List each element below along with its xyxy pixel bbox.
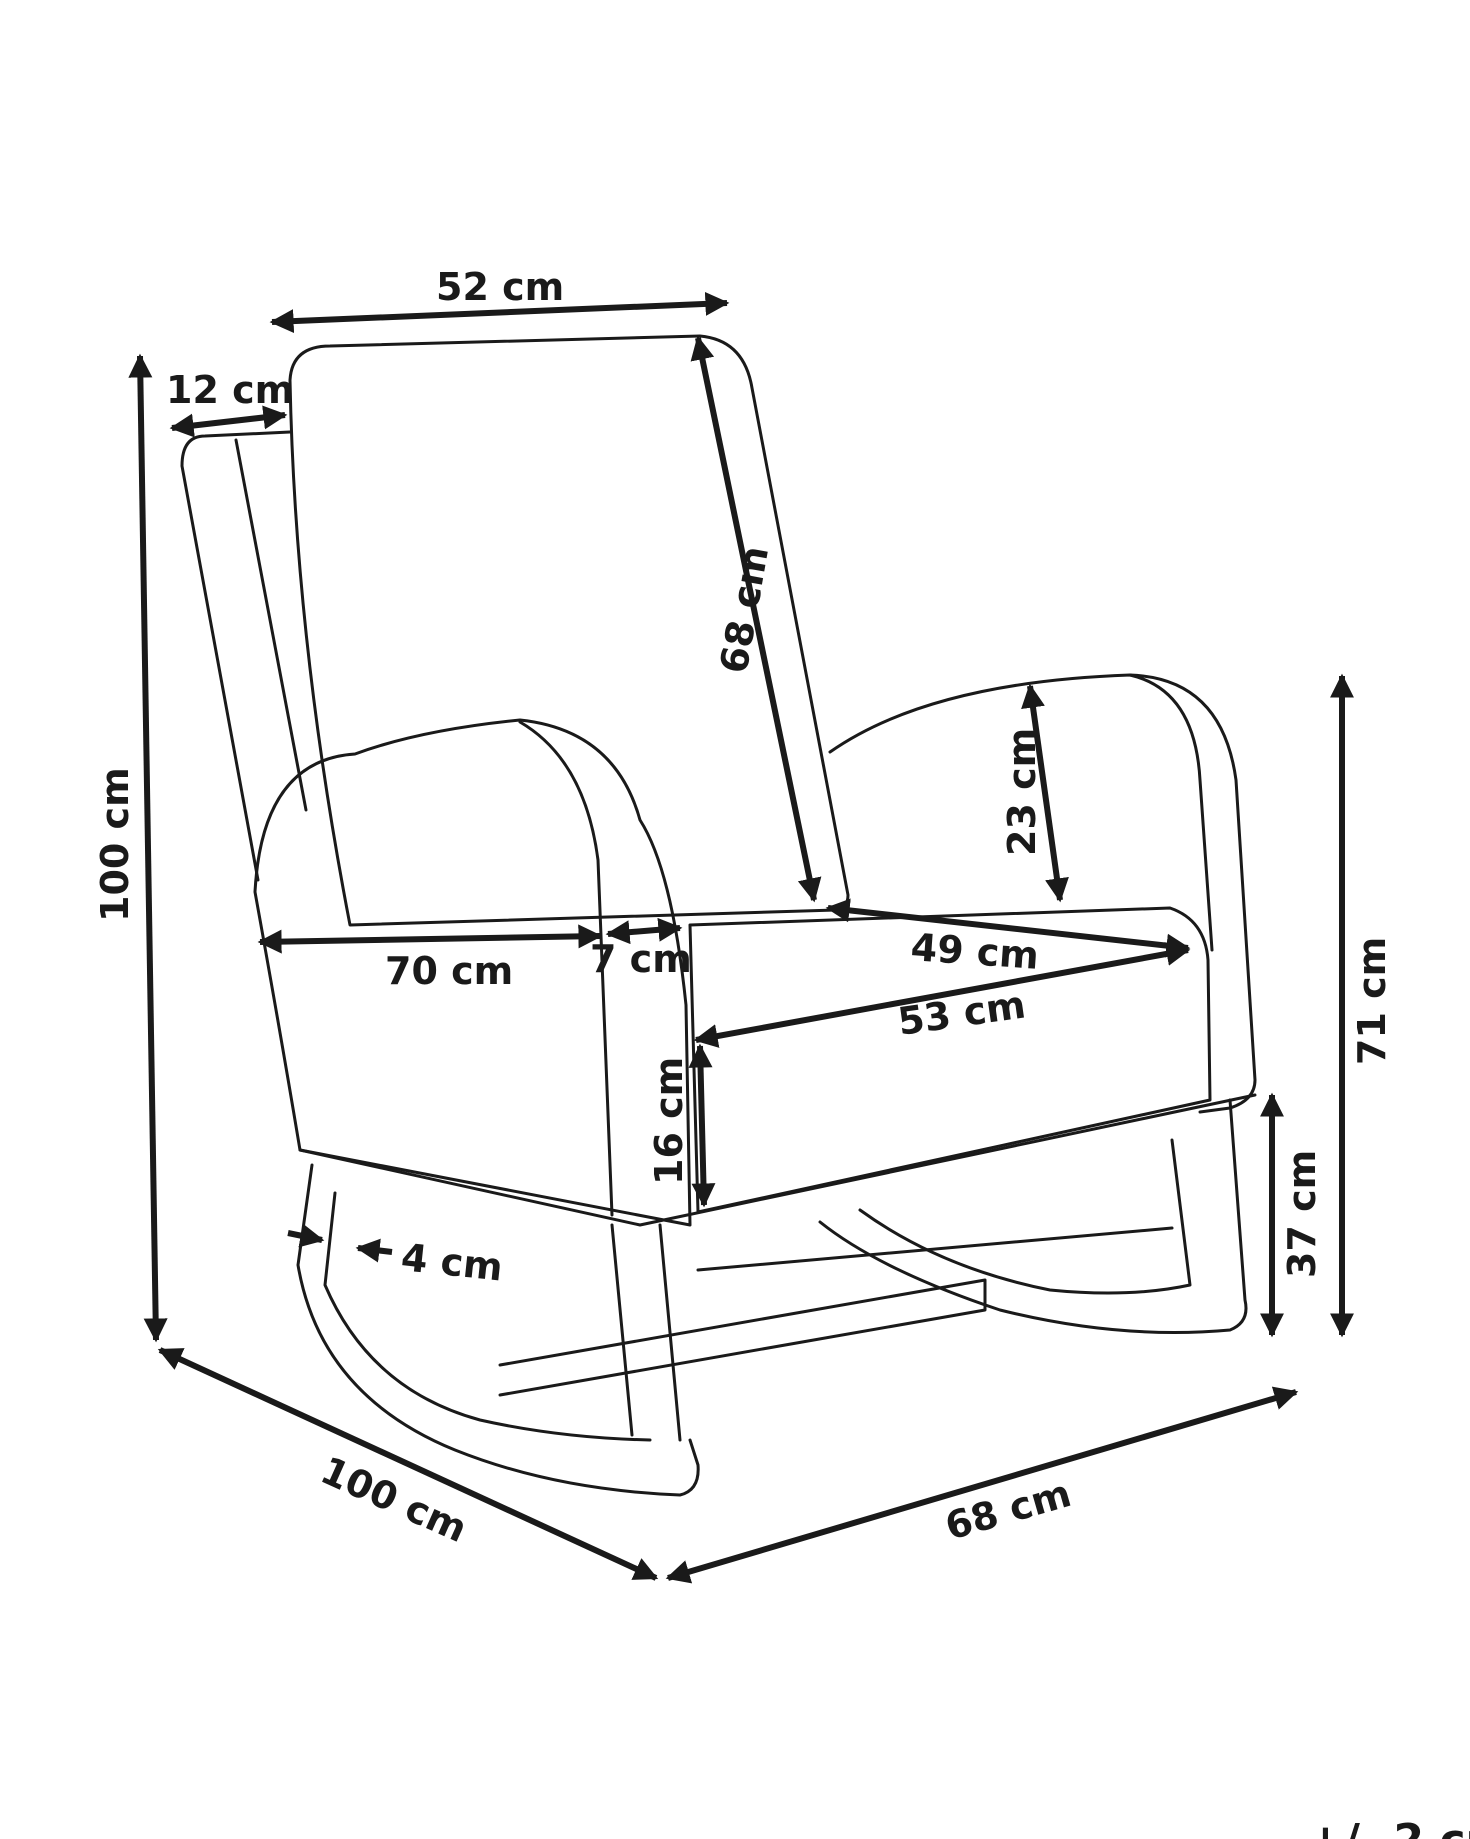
wing-depth-arrow [169,405,288,438]
total-width-label: 68 cm [940,1471,1075,1549]
dimension-labels: 52 cm 12 cm 100 cm 68 cm 23 cm 71 cm 70 … [93,265,1470,1839]
arm-width-arrow [605,917,683,945]
right-rocker-outline [818,1098,1248,1334]
left-wing-inner-line [234,438,308,812]
right-rocker-inner [858,1138,1192,1295]
crossbar-front [696,1226,1174,1272]
backrest-height-label: 68 cm [712,543,778,677]
backrest-outline [288,334,850,927]
tolerance-label: +/- 2 cm [1307,1815,1470,1839]
left-arm-outline [253,718,692,1227]
seat-base-front [298,1093,1257,1227]
left-rocker-post-front [610,1223,634,1437]
armrest-height-arrow [1021,683,1069,903]
seat-depth-arrow [825,898,1191,958]
armrest-height-label: 23 cm [1000,728,1044,856]
total-depth-arrow [157,1347,659,1581]
total-depth-label: 100 cm [314,1448,473,1551]
right-arm-inner-line [1128,673,1214,952]
armrest-length-label: 70 cm [385,949,513,993]
total-width-arrow [665,1386,1299,1584]
left-wing-outline [180,430,292,882]
seat-thickness-arrow [688,1043,716,1208]
rocker-thickness-arrow-right [355,1238,393,1263]
backrest-height-arrow [690,335,822,903]
crossbar-lower [498,1278,987,1397]
chair-outline [180,334,1257,1497]
top-width-label: 52 cm [436,265,564,309]
rocker-thickness-label: 4 cm [399,1235,505,1289]
seat-width-label: 53 cm [895,982,1028,1043]
seat-thickness-label: 16 cm [647,1057,691,1185]
dimension-arrows [128,291,1354,1584]
wing-depth-label: 12 cm [166,368,294,412]
arm-width-label: 7 cm [590,937,692,981]
arm-height-floor-label: 71 cm [1350,937,1394,1065]
rocker-thickness-arrow-left [287,1223,325,1248]
seat-depth-label: 49 cm [909,925,1040,978]
left-arm-front-line [518,720,614,1217]
seat-height-label: 37 cm [1280,1150,1324,1278]
seat-width-arrow [693,942,1191,1048]
top-width-arrow [269,291,730,334]
total-height-arrow [128,353,168,1343]
armrest-length-arrow [257,924,603,954]
total-height-label: 100 cm [93,767,137,922]
right-arm-outline [828,673,1257,1114]
